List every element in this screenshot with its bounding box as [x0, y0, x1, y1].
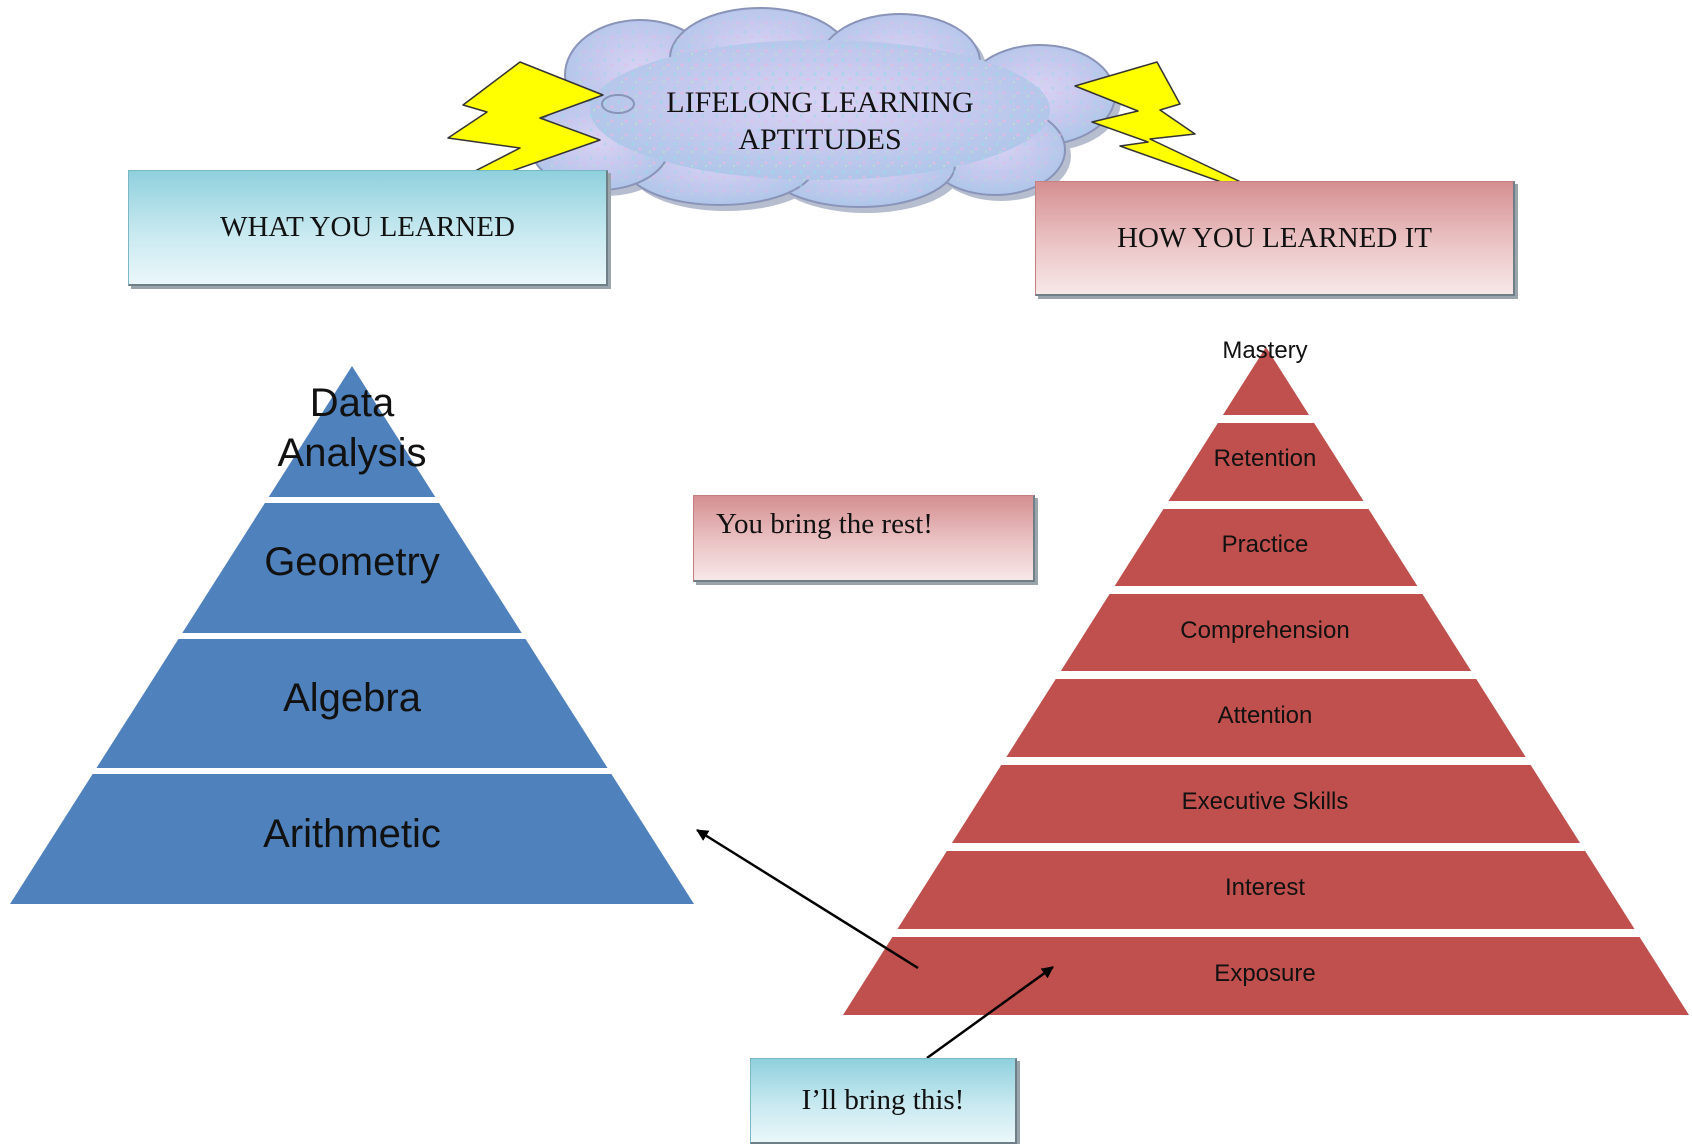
how-you-learned-label: HOW YOU LEARNED IT: [1117, 221, 1432, 254]
blue-tier-arithmetic: Arithmetic: [263, 812, 441, 856]
blue-pyramid-tier-shape-2: [96, 639, 608, 768]
blue-pyramid: [10, 366, 694, 904]
blue-tier-data-analysis-line1: Data: [309, 381, 395, 425]
cloud-title-line1: LIFELONG LEARNING: [666, 86, 974, 119]
red-tier-mastery: Mastery: [1222, 337, 1308, 364]
cloud-title-line2: APTITUDES: [738, 123, 902, 156]
red-tier-executive-skills: Executive Skills: [1181, 788, 1349, 815]
cloud-shape: [529, 7, 1121, 213]
you-bring-the-rest-label: You bring the rest!: [716, 508, 933, 540]
red-pyramid-tier-shape-6: [897, 851, 1635, 929]
arrow-to-exposure: [926, 965, 1054, 1060]
blue-pyramid-tier-shape-3: [10, 774, 694, 904]
red-tier-practice: Practice: [1221, 531, 1309, 558]
how-you-learned-box: HOW YOU LEARNED IT: [1035, 181, 1515, 296]
red-tier-exposure: Exposure: [1214, 960, 1316, 987]
red-tier-comprehension: Comprehension: [1180, 617, 1350, 644]
blue-tier-data-analysis-line2: Analysis: [277, 431, 427, 475]
red-pyramid-tier-shape-3: [1060, 594, 1472, 671]
blue-tier-geometry: Geometry: [264, 540, 440, 584]
you-bring-the-rest-box: You bring the rest!: [693, 495, 1035, 582]
red-pyramid-tier-shape-5: [951, 765, 1581, 843]
ill-bring-this-label: I’ll bring this!: [801, 1084, 965, 1116]
red-pyramid-tier-shape-4: [1006, 679, 1526, 757]
red-pyramid-tier-shape-2: [1114, 509, 1418, 586]
red-tier-interest: Interest: [1224, 874, 1306, 901]
cloud-title: LIFELONG LEARNING APTITUDES: [600, 84, 1040, 158]
red-pyramid: [843, 347, 1689, 1015]
ill-bring-this-box: I’ll bring this!: [750, 1058, 1017, 1144]
blue-tier-algebra: Algebra: [283, 676, 421, 720]
arrow-to-blue-pyramid: [696, 828, 919, 970]
red-tier-attention: Attention: [1217, 702, 1313, 729]
what-you-learned-label: WHAT YOU LEARNED: [220, 211, 515, 243]
what-you-learned-box: WHAT YOU LEARNED: [128, 170, 608, 286]
red-pyramid-tier-shape-7: [843, 937, 1689, 1015]
lightning-bolt-right-icon: [1074, 61, 1301, 211]
red-pyramid-tier-shape-1: [1168, 423, 1364, 501]
red-tier-retention: Retention: [1213, 445, 1317, 472]
blue-tier-data-analysis: Data Analysis: [278, 378, 427, 478]
blue-pyramid-tier-shape-0: [268, 366, 436, 497]
red-pyramid-tier-shape-0: [1222, 347, 1310, 415]
blue-pyramid-tier-shape-1: [182, 503, 522, 633]
